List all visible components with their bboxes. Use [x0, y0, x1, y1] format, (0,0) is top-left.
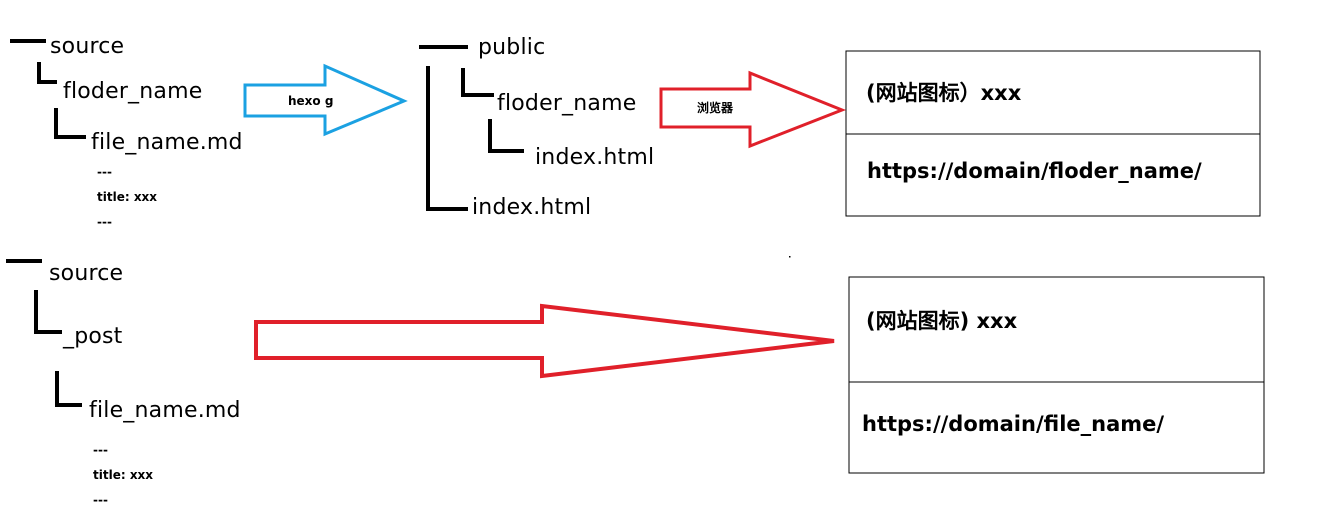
- bottom-source-file: file_name.md: [89, 398, 241, 423]
- public-folder: floder_name: [497, 91, 637, 116]
- top-front-matter-open: ---: [97, 165, 112, 179]
- top-source-folder-connector: [37, 62, 57, 84]
- public-root-index-connector: [426, 66, 468, 211]
- bottom-front-matter-open: ---: [93, 443, 108, 457]
- browser-tab-title-bottom: (网站图标) xxx: [866, 309, 1018, 333]
- bottom-source-folder: _post: [63, 324, 123, 349]
- bottom-source-folder-connector: [34, 290, 62, 334]
- top-source-file: file_name.md: [91, 130, 243, 155]
- top-front-matter-title: title: xxx: [97, 190, 158, 204]
- bottom-source-root: source: [49, 261, 124, 286]
- browser-tab-title-top: (网站图标）xxx: [866, 81, 1022, 105]
- bottom-front-matter-close: ---: [93, 493, 108, 507]
- browser-url-top: https://domain/floder_name/: [867, 159, 1202, 183]
- hexo-arrow-label: hexo g: [288, 94, 334, 108]
- public-folder-index-connector: [488, 119, 524, 153]
- browser-arrow-bottom: [254, 303, 835, 379]
- bottom-front-matter-title: title: xxx: [93, 468, 154, 482]
- public-root: public: [478, 35, 546, 60]
- hexo-arrow: [243, 63, 408, 137]
- public-folder-index: index.html: [535, 145, 655, 170]
- public-root-index: index.html: [472, 195, 592, 220]
- top-source-root: source: [50, 34, 125, 59]
- browser-url-bottom: https://domain/file_name/: [862, 412, 1165, 436]
- bottom-source-file-connector: [55, 371, 82, 407]
- top-front-matter-close: ---: [97, 215, 112, 229]
- public-folder-connector: [461, 68, 494, 97]
- top-source-file-connector: [54, 108, 86, 139]
- browser-arrow-top: [659, 70, 847, 149]
- top-source-folder: floder_name: [63, 79, 203, 104]
- browser-arrow-label: 浏览器: [697, 101, 734, 115]
- browser-box-bottom: [848, 276, 1265, 474]
- stray-dot: [789, 256, 791, 258]
